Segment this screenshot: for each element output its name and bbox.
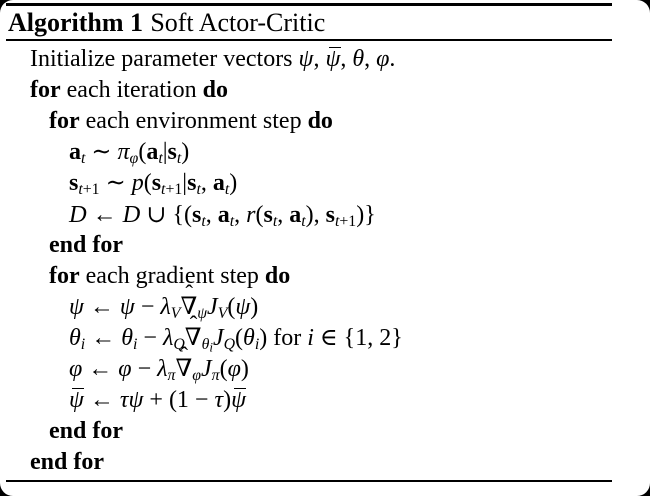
algorithm-line: D ← D ∪ {(st, at, r(st, at), st+1)} xyxy=(69,201,376,230)
algorithm-title: Soft Actor-Critic xyxy=(150,8,326,37)
algorithm-body: Initialize parameter vectors ψ, ψ, θ, φ.… xyxy=(0,44,650,478)
header-rule xyxy=(6,39,612,41)
algorithm-line: end for xyxy=(49,232,123,258)
bottom-rule xyxy=(6,480,612,482)
top-rule xyxy=(6,3,612,6)
algorithm-line: ψ ← τψ + (1 − τ)ψ xyxy=(0,385,650,416)
algorithm-line: end for xyxy=(30,449,104,475)
algorithm-line: for each iteration do xyxy=(30,77,228,103)
algorithm-line: for each gradient step do xyxy=(49,263,291,289)
algorithm-line: at ∼ πφ(at|st) xyxy=(69,139,190,167)
algorithm-line: for each environment step do xyxy=(49,108,333,134)
algorithm-number-label: Algorithm 1 xyxy=(8,8,144,37)
algorithm-line: st+1 ∼ p(st+1|st, at) xyxy=(69,170,238,198)
algorithm-line: end for xyxy=(49,418,123,444)
algorithm-line: Initialize parameter vectors ψ, ψ, θ, φ. xyxy=(0,44,650,75)
